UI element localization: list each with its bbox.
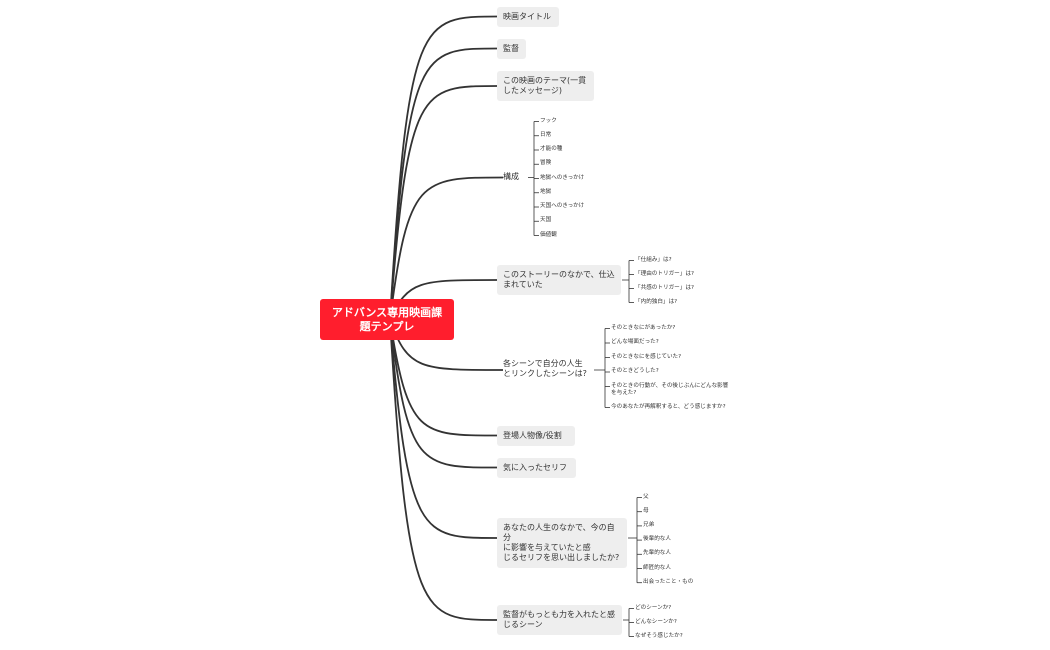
connector-line (389, 15, 498, 321)
connector-line (389, 47, 498, 321)
subtopic-item[interactable]: フック (540, 117, 557, 124)
subtopic-item[interactable]: 天国 (540, 217, 552, 224)
subtopic-item[interactable]: 地獄へのきっかけ (540, 174, 585, 181)
subtopic-item[interactable]: 「理由のトリガー」は? (635, 270, 694, 277)
topic-structure[interactable]: 構成 (503, 172, 519, 181)
subtopic-item[interactable]: 兄弟 (643, 521, 655, 528)
subtopic-item[interactable]: 父 (643, 493, 649, 500)
subtopic-item[interactable]: 「内的独白」は? (635, 298, 678, 305)
subtopic-item[interactable]: 先輩的な人 (643, 550, 671, 557)
subtopic-item[interactable]: 才能の種 (540, 146, 563, 152)
subtopic-item[interactable]: 「仕組み」は? (635, 256, 672, 263)
connector-line (389, 319, 498, 469)
subtopic-item[interactable]: どんな場面だった? (611, 339, 659, 345)
topic-movie-title[interactable]: 映画タイトル (497, 7, 559, 27)
subtopic-item[interactable]: 「共感のトリガー」は? (635, 284, 694, 291)
topic-director-focus-scene[interactable]: 監督がもっとも力を入れたと感 じるシーン (497, 605, 622, 635)
topic-story-devices[interactable]: このストーリーのなかで、仕込 まれていた (497, 265, 621, 295)
subtopic-item[interactable]: 冒険 (540, 160, 552, 167)
subtopic-item[interactable]: なぜそう感じたか? (635, 632, 683, 639)
subtopic-item[interactable]: そのときなにがあったか? (611, 324, 676, 331)
topic-director[interactable]: 監督 (497, 39, 526, 59)
subtopic-item[interactable]: 価値観 (540, 231, 557, 238)
subtopic-item[interactable]: そのときの行動が、その後じぶんにどんな影響 を与えた? (611, 382, 729, 396)
subtopic-item[interactable]: 出会ったこと・もの (643, 578, 694, 585)
subtopic-item[interactable]: 天国へのきっかけ (540, 203, 585, 209)
subtopic-item[interactable]: そのときなにを感じていた? (611, 353, 682, 360)
connector-line (389, 319, 498, 539)
connector-line (389, 176, 504, 321)
topic-theme[interactable]: この映画のテーマ(一貫 したメッセージ) (497, 71, 594, 101)
root-topic[interactable]: アドバンス専用映画課 題テンプレ (320, 299, 454, 340)
subtopic-item[interactable]: 地獄 (540, 188, 552, 195)
subtopic-item[interactable]: 後輩的な人 (643, 536, 671, 543)
subtopic-item[interactable]: 師匠的な人 (643, 564, 671, 571)
subtopic-item[interactable]: そのときどうした? (611, 368, 659, 374)
subtopic-item[interactable]: 母 (643, 507, 649, 514)
topic-influential-lines[interactable]: あなたの人生のなかで、今の自分 に影響を与えていたと感 じるセリフを思い出しまし… (497, 518, 627, 568)
subtopic-item[interactable]: 日常 (540, 131, 552, 138)
topic-linked-scenes[interactable]: 各シーンで自分の人生 とリンクしたシーンは? (503, 359, 587, 378)
topic-characters[interactable]: 登場人物像/役割 (497, 426, 575, 446)
subtopic-item[interactable]: どんなシーンか? (635, 618, 677, 625)
connector-line (389, 319, 498, 621)
connector-line (389, 319, 498, 437)
subtopic-item[interactable]: どのシーンか? (635, 604, 672, 611)
topic-favorite-lines[interactable]: 気に入ったセリフ (497, 458, 576, 478)
connector-line (389, 85, 498, 321)
subtopic-item[interactable]: 今のあなたが再解釈すると、どう感じますか? (611, 403, 726, 410)
